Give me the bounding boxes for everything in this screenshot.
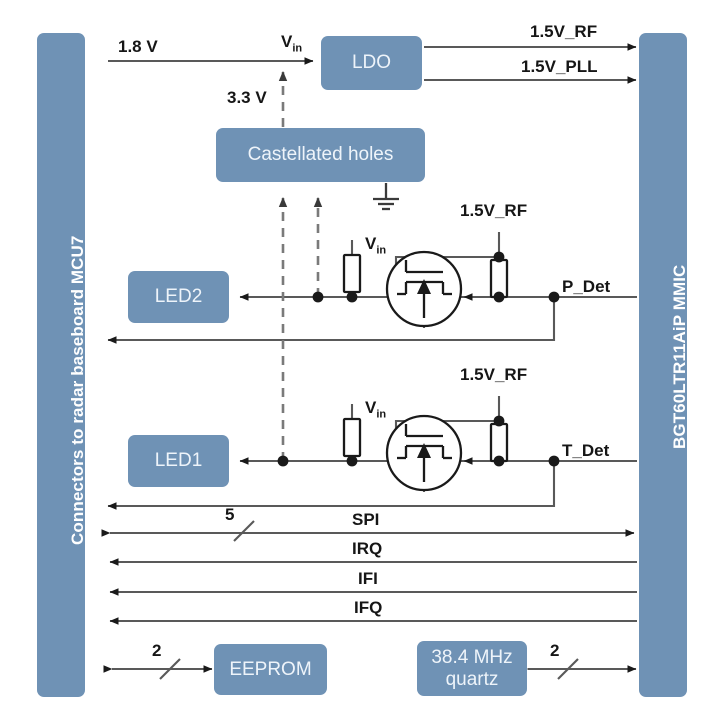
junction-dot — [548, 291, 560, 303]
label-1v5-rf-top-out: 1.5V_RF — [530, 22, 598, 41]
junction-dots — [277, 251, 560, 467]
label-spi-width: 5 — [225, 505, 235, 524]
ldo-block[interactable]: LDO — [321, 36, 422, 90]
junction-dot — [493, 415, 505, 427]
junction-dot — [493, 455, 505, 467]
label-vin-ldo-subscript: in — [292, 42, 303, 55]
label-quartz-width: 2 — [550, 641, 560, 660]
ground-symbol — [373, 183, 399, 211]
junction-dot — [493, 291, 505, 303]
mosfet-symbol-top — [385, 250, 463, 328]
label-vin-ldo: Vin — [281, 32, 303, 55]
junction-dot — [493, 251, 505, 263]
quartz-block[interactable]: 38.4 MHz quartz — [417, 641, 527, 696]
label-vin-resistor-bottom-subscript: in — [376, 408, 387, 421]
bus-slash-spi — [233, 520, 255, 542]
quartz-label-line1: 38.4 MHz — [431, 647, 513, 669]
label-1v5-rf-tdet: 1.5V_RF — [460, 365, 528, 384]
label-vin-resistor-top: Vin — [365, 234, 387, 257]
label-irq: IRQ — [352, 539, 383, 558]
junction-dot — [548, 455, 560, 467]
left-connector-rail-label: Connectors to radar baseboard MCU7 — [68, 235, 87, 545]
wire-tdet-feedback — [107, 461, 556, 510]
junction-dot — [312, 291, 324, 303]
right-mmic-rail[interactable] — [639, 33, 687, 697]
led1-block[interactable]: LED1 — [128, 435, 229, 487]
label-1v8: 1.8 V — [118, 37, 158, 56]
led1-label: LED1 — [154, 450, 203, 472]
led2-block[interactable]: LED2 — [128, 271, 229, 323]
junction-dot — [346, 291, 358, 303]
label-t-det: T_Det — [562, 441, 610, 460]
wire-pdet-feedback — [107, 297, 556, 344]
led2-label: LED2 — [154, 286, 203, 308]
resistor-vin-top — [342, 253, 362, 294]
label-1v5-rf-pdet: 1.5V_RF — [460, 201, 528, 220]
label-spi: SPI — [352, 510, 380, 529]
label-1v5-pll-out: 1.5V_PLL — [521, 57, 598, 76]
label-3v3: 3.3 V — [227, 88, 267, 107]
mosfet-symbol-bottom — [385, 414, 463, 492]
label-p-det: P_Det — [562, 277, 611, 296]
left-connector-rail[interactable] — [37, 33, 85, 697]
resistor-rf-top — [489, 258, 509, 299]
right-mmic-rail-label: BGT60LTR11AiP MMIC — [670, 264, 689, 449]
quartz-label-line2: quartz — [445, 668, 499, 690]
castellated-holes-block[interactable]: Castellated holes — [216, 128, 425, 182]
label-vin-resistor-bottom: Vin — [365, 398, 387, 421]
junction-dot — [346, 455, 358, 467]
label-vin-resistor-top-subscript: in — [376, 244, 387, 257]
label-ifi: IFI — [358, 569, 378, 588]
label-ifq: IFQ — [354, 598, 383, 617]
eeprom-label: EEPROM — [229, 658, 312, 680]
resistor-vin-bottom — [342, 417, 362, 458]
junction-dot — [277, 455, 289, 467]
castellated-holes-label: Castellated holes — [247, 144, 394, 166]
eeprom-block[interactable]: EEPROM — [214, 644, 327, 695]
label-eeprom-width: 2 — [152, 641, 162, 660]
ldo-block-label: LDO — [351, 52, 392, 74]
resistor-rf-bottom — [489, 422, 509, 463]
